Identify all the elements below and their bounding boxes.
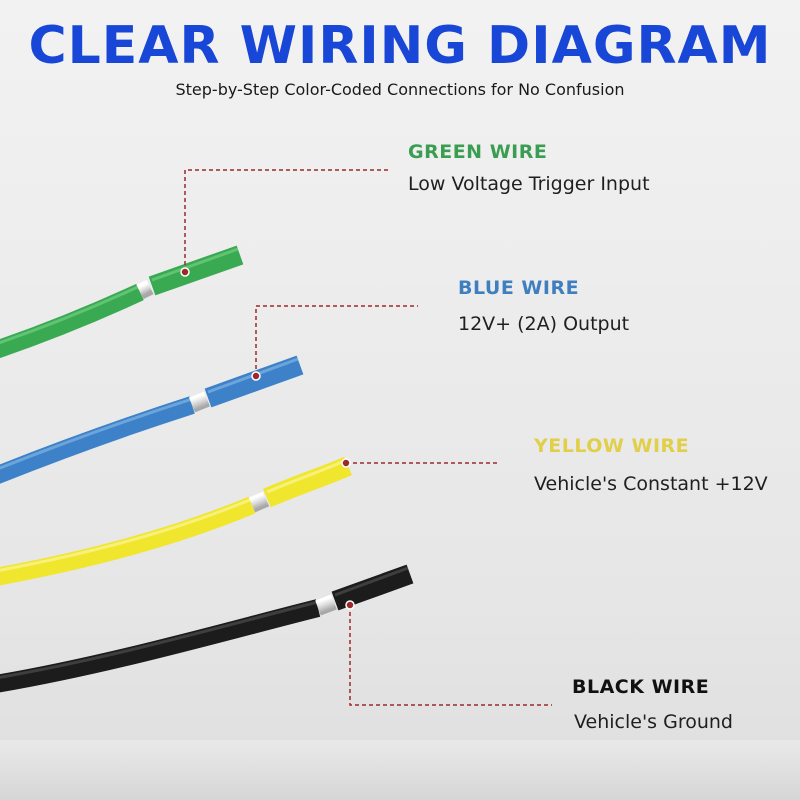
leader-lines — [184, 169, 552, 706]
yellow-leader-dot — [341, 458, 351, 468]
page-subtitle: Step-by-Step Color-Coded Connections for… — [175, 80, 625, 99]
blue-wire-label: BLUE WIRE — [458, 277, 580, 299]
black-wire-description: Vehicle's Ground — [574, 711, 733, 733]
yellow-wire-label: YELLOW WIRE — [534, 435, 690, 457]
green-wire — [0, 245, 244, 359]
black-leader-dot — [345, 600, 355, 610]
green-leader — [184, 169, 388, 272]
black-wire — [0, 564, 414, 693]
page-title: CLEAR WIRING DIAGRAM — [28, 16, 772, 76]
green-wire-label: GREEN WIRE — [408, 141, 548, 163]
blue-leader-dot — [251, 371, 261, 381]
yellow-wire — [0, 456, 352, 586]
black-leader — [349, 605, 552, 706]
green-leader-dot — [180, 267, 190, 277]
black-wire-label: BLACK WIRE — [572, 676, 710, 698]
blue-leader — [255, 305, 418, 376]
leader-dots — [180, 267, 355, 610]
floor-shadow — [0, 740, 800, 800]
yellow-wire-description: Vehicle's Constant +12V — [534, 473, 768, 495]
green-wire-description: Low Voltage Trigger Input — [408, 173, 650, 195]
blue-wire-description: 12V+ (2A) Output — [458, 313, 630, 335]
